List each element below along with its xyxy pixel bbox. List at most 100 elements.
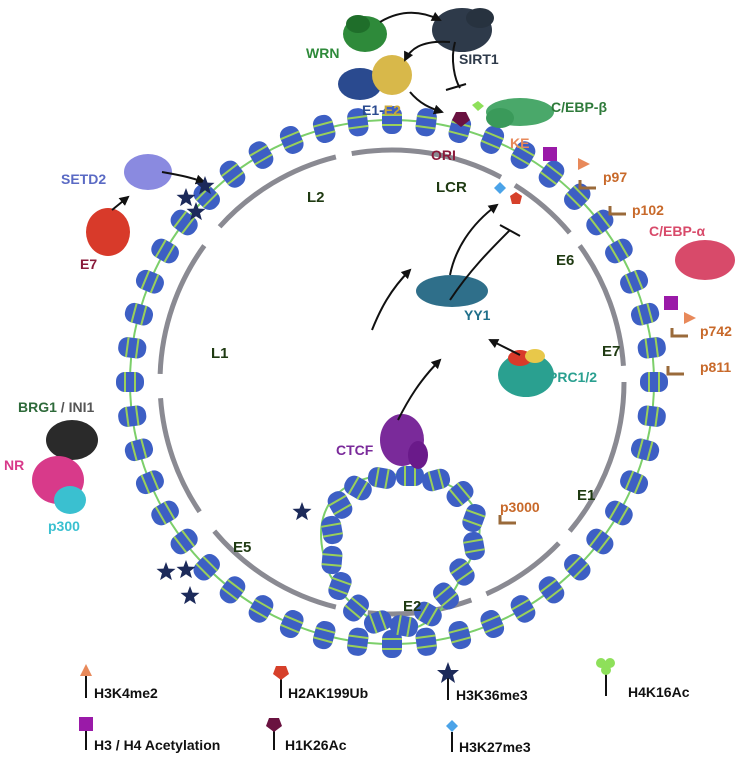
nucleosome xyxy=(480,610,505,639)
nucleosome xyxy=(414,601,442,627)
star-icon xyxy=(437,662,459,683)
genome-arc-segment xyxy=(485,541,561,597)
nucleosome xyxy=(605,238,633,264)
legend-label-5: H1K26Ac xyxy=(285,737,347,753)
nucleosome xyxy=(367,467,397,489)
label-p300: p300 xyxy=(48,518,80,534)
nucleosome xyxy=(415,627,437,656)
label-yy1: YY1 xyxy=(464,307,491,323)
nucleosome xyxy=(321,545,343,575)
label-p102: p102 xyxy=(632,202,664,218)
ring-marks xyxy=(452,101,696,324)
e7-protein xyxy=(86,208,130,256)
label-p3000: p3000 xyxy=(500,499,540,515)
genome-arc-segment xyxy=(158,398,202,514)
ctcf-protein xyxy=(380,414,428,469)
label-ori: ORI xyxy=(431,147,456,163)
region-e2: E2 xyxy=(403,598,421,615)
label-brg1-ini1: BRG1 / INI1 xyxy=(18,399,94,415)
nucleosome xyxy=(343,594,369,622)
nucleosome xyxy=(630,302,660,326)
region-l1: L1 xyxy=(211,345,229,362)
legend-h1k26ac: H1K26Ac xyxy=(266,718,347,753)
star-icon xyxy=(195,176,215,195)
star-icon xyxy=(156,562,176,581)
region-e1: E1 xyxy=(577,487,595,504)
legend-h3k4me2: H3K4me2 xyxy=(80,664,158,701)
label-prc: PRC1/2 xyxy=(548,369,597,385)
nucleosome xyxy=(248,595,274,623)
nucleosome xyxy=(151,238,179,264)
nucleosome xyxy=(135,470,164,495)
legend-label-0: H3K4me2 xyxy=(94,685,158,701)
nucleosome xyxy=(463,531,485,561)
nucleosome xyxy=(248,141,274,169)
nucleosome xyxy=(382,106,402,134)
nucleosome xyxy=(510,141,536,169)
nucleosome xyxy=(446,481,474,507)
label-cebp-beta: C/EBP-β xyxy=(551,99,607,115)
nucleosome xyxy=(586,209,614,236)
nucleosome xyxy=(328,571,352,601)
pentagon-icon xyxy=(266,718,282,732)
legend-h4k16ac: H4K16Ac xyxy=(596,658,690,700)
diamond-icon xyxy=(446,720,458,732)
nucleosome xyxy=(279,125,304,154)
nucleosome xyxy=(564,554,591,581)
label-ctcf: CTCF xyxy=(336,442,374,458)
nucleosome xyxy=(327,491,353,519)
nucleosome xyxy=(347,627,369,656)
label-p97: p97 xyxy=(603,169,627,185)
nucleosome xyxy=(620,269,649,294)
nucleosome xyxy=(344,475,372,501)
nucleosome xyxy=(433,582,459,610)
label-cebp-alpha: C/EBP-α xyxy=(649,223,705,239)
label-p742: p742 xyxy=(700,323,732,339)
label-sirt1: SIRT1 xyxy=(459,51,499,67)
nucleosome xyxy=(480,125,505,154)
nucleosome xyxy=(116,372,144,392)
nucleosome xyxy=(586,528,614,555)
genome-arc-segment xyxy=(217,154,337,229)
nucleosome xyxy=(321,515,343,545)
nucleosome xyxy=(170,528,198,555)
nucleosome xyxy=(219,576,246,604)
label-ke: KE xyxy=(510,135,529,151)
nucleosome xyxy=(637,337,666,359)
label-brg-separator: / xyxy=(57,399,69,415)
interaction-arrows xyxy=(111,11,521,421)
label-wrn: WRN xyxy=(306,45,339,61)
legend-label-3: H4K16Ac xyxy=(628,684,690,700)
nucleosome xyxy=(538,160,565,188)
nucleosome xyxy=(151,500,179,526)
nucleosome xyxy=(640,372,668,392)
promoter-markers xyxy=(498,180,688,525)
nucleosome xyxy=(396,466,424,486)
yy1-protein xyxy=(416,275,488,307)
genome-arc-segment xyxy=(577,244,626,366)
nucleosome xyxy=(630,438,660,462)
nucleosome xyxy=(219,160,246,188)
region-lcr: LCR xyxy=(436,179,467,196)
nucleosome xyxy=(170,209,198,236)
nucleosome xyxy=(312,114,336,144)
nucleosome xyxy=(462,503,486,533)
label-e2: E2 xyxy=(384,102,401,118)
square-icon xyxy=(79,717,93,731)
sirt1-protein xyxy=(432,8,494,52)
nucleosome xyxy=(124,438,154,462)
e1-e2-protein xyxy=(338,55,412,100)
nucleosome xyxy=(279,610,304,639)
genome-arc-segment xyxy=(212,529,337,610)
label-brg1: BRG1 xyxy=(18,399,57,415)
nucleosome xyxy=(118,337,147,359)
label-nr: NR xyxy=(4,457,24,473)
h3k36me3-stars xyxy=(156,176,312,605)
genome-arc-segment xyxy=(351,147,503,180)
region-e7: E7 xyxy=(602,343,620,360)
label-e1-e2-separator: - xyxy=(379,102,384,118)
legend-h2ak199ub: H2AK199Ub xyxy=(273,666,368,701)
legend-label-2: H3K36me3 xyxy=(456,687,528,703)
nucleosome xyxy=(620,470,649,495)
